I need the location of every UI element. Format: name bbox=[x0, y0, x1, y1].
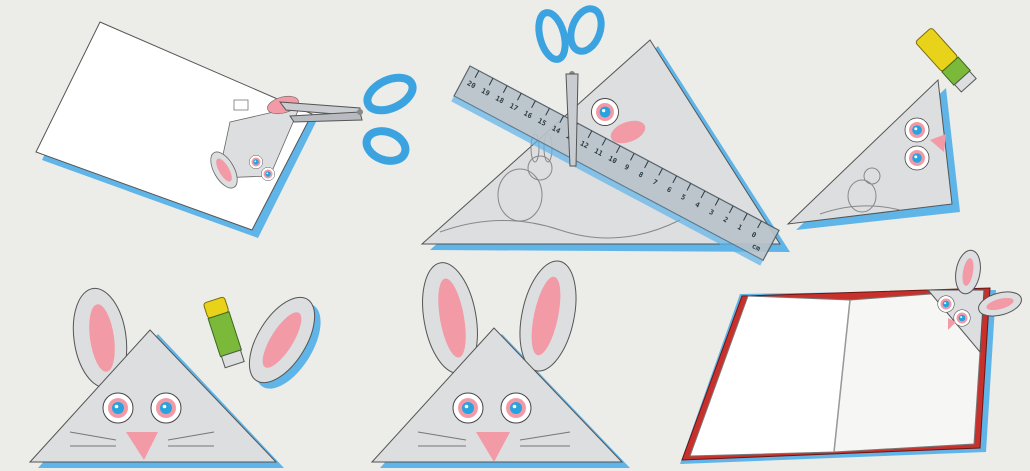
eye-right bbox=[501, 393, 531, 423]
step-6-book bbox=[680, 248, 1024, 464]
small-tab bbox=[234, 100, 248, 110]
eye-top bbox=[905, 118, 929, 142]
eye-right bbox=[151, 393, 181, 423]
eye-preview bbox=[592, 99, 619, 126]
step-4-attach-ear bbox=[30, 285, 334, 468]
step-1-cut-template bbox=[36, 22, 418, 238]
eye-left bbox=[103, 393, 133, 423]
step-2-cut-ruler: 20191817161514131211109876543210cm bbox=[422, 5, 790, 266]
glue-stick-icon bbox=[915, 27, 977, 92]
bookmark-eye-top bbox=[938, 296, 955, 313]
step-3-glue bbox=[788, 27, 977, 230]
eye-bottom bbox=[905, 146, 929, 170]
printed-eye-left bbox=[249, 155, 263, 169]
glue-stick-icon bbox=[203, 297, 245, 368]
step-5-finished bbox=[372, 256, 630, 468]
bookmark-eye-bottom bbox=[954, 310, 971, 327]
printed-eye-right bbox=[261, 167, 275, 181]
eye-left bbox=[453, 393, 483, 423]
